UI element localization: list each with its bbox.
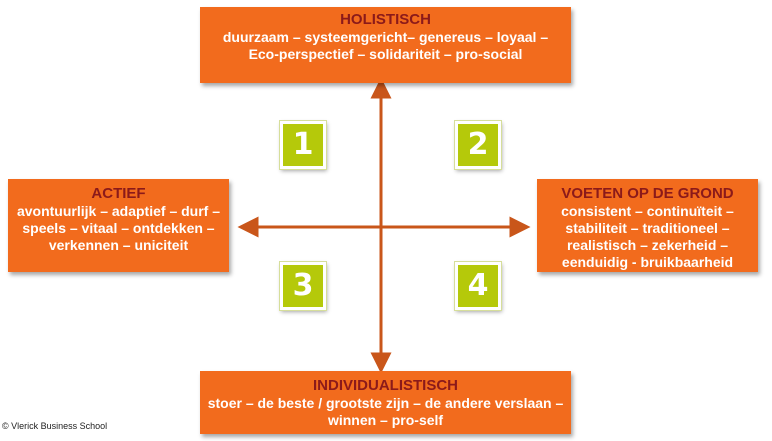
- voeten-op-de-grond-box: VOETEN OP DE GROND consistent – continuï…: [537, 179, 758, 272]
- actief-box: ACTIEF avontuurlijk – adaptief – durf – …: [8, 179, 229, 272]
- quadrant-number-2: 2: [454, 120, 502, 170]
- individualistisch-box: INDIVIDUALISTISCH stoer – de beste / gro…: [200, 371, 571, 434]
- holistisch-box: HOLISTISCH duurzaam – systeemgericht– ge…: [200, 7, 571, 83]
- individualistisch-description: stoer – de beste / grootste zijn – de an…: [207, 395, 564, 428]
- actief-description: avontuurlijk – adaptief – durf – speels …: [16, 203, 221, 253]
- copyright-notice: © Vlerick Business School: [2, 421, 108, 431]
- holistisch-description: duurzaam – systeemgericht– genereus – lo…: [222, 29, 549, 62]
- individualistisch-title: INDIVIDUALISTISCH: [312, 377, 458, 394]
- quadrant-number-1: 1: [279, 120, 327, 170]
- actief-title: ACTIEF: [91, 185, 146, 202]
- holistisch-title: HOLISTISCH: [340, 11, 431, 28]
- voeten-op-de-grond-title: VOETEN OP DE GROND: [561, 185, 734, 202]
- voeten-op-de-grond-description: consistent – continuïteit – stabiliteit …: [561, 203, 734, 270]
- quadrant-number-3: 3: [279, 261, 327, 311]
- quadrant-number-4: 4: [454, 261, 502, 311]
